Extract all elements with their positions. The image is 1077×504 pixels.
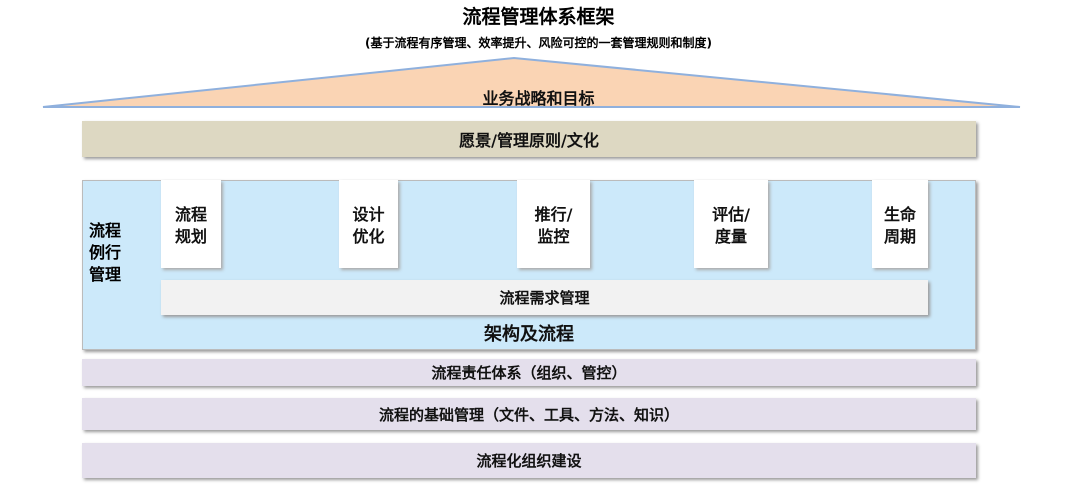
- vision-bar: 愿景/管理原则/文化: [82, 121, 976, 157]
- organization-layer: 流程化组织建设: [82, 443, 976, 478]
- pillar-line: 设计: [352, 205, 385, 224]
- pillar-line: 周期: [883, 227, 916, 246]
- pillar-design: 设计优化: [339, 180, 398, 268]
- pillar-rollout: 推行/监控: [517, 180, 590, 268]
- foundation-layer: 流程的基础管理（文件、工具、方法、知识）: [82, 398, 976, 430]
- pillar-evaluation: 评估/度量: [694, 180, 768, 268]
- routine-management-label: 流程例行管理: [89, 221, 122, 284]
- pillar-line: 规划: [174, 227, 207, 246]
- strategy-label: 业务战略和目标: [482, 89, 595, 108]
- pillar-line: 监控: [537, 227, 570, 246]
- strategy-roof: [42, 56, 1021, 108]
- responsibility-layer: 流程责任体系（组织、管控）: [82, 359, 976, 386]
- pillar-lifecycle: 生命周期: [872, 180, 928, 268]
- pillar-line: 评估/: [712, 205, 750, 224]
- page-title: 流程管理体系框架: [462, 6, 615, 28]
- pillar-line: 流程: [174, 205, 207, 224]
- pillar-line: 生命: [883, 205, 916, 224]
- pillar-line: 度量: [714, 227, 747, 246]
- page-subtitle: (基于流程有序管理、效率提升、风险可控的一套管理规则和制度): [365, 36, 712, 50]
- architecture-label: 架构及流程: [484, 324, 574, 345]
- pillar-line: 优化: [352, 227, 385, 246]
- pillar-line: 推行/: [534, 205, 573, 224]
- pillar-planning: 流程规划: [161, 180, 221, 268]
- demand-management-bar: 流程需求管理: [161, 280, 928, 315]
